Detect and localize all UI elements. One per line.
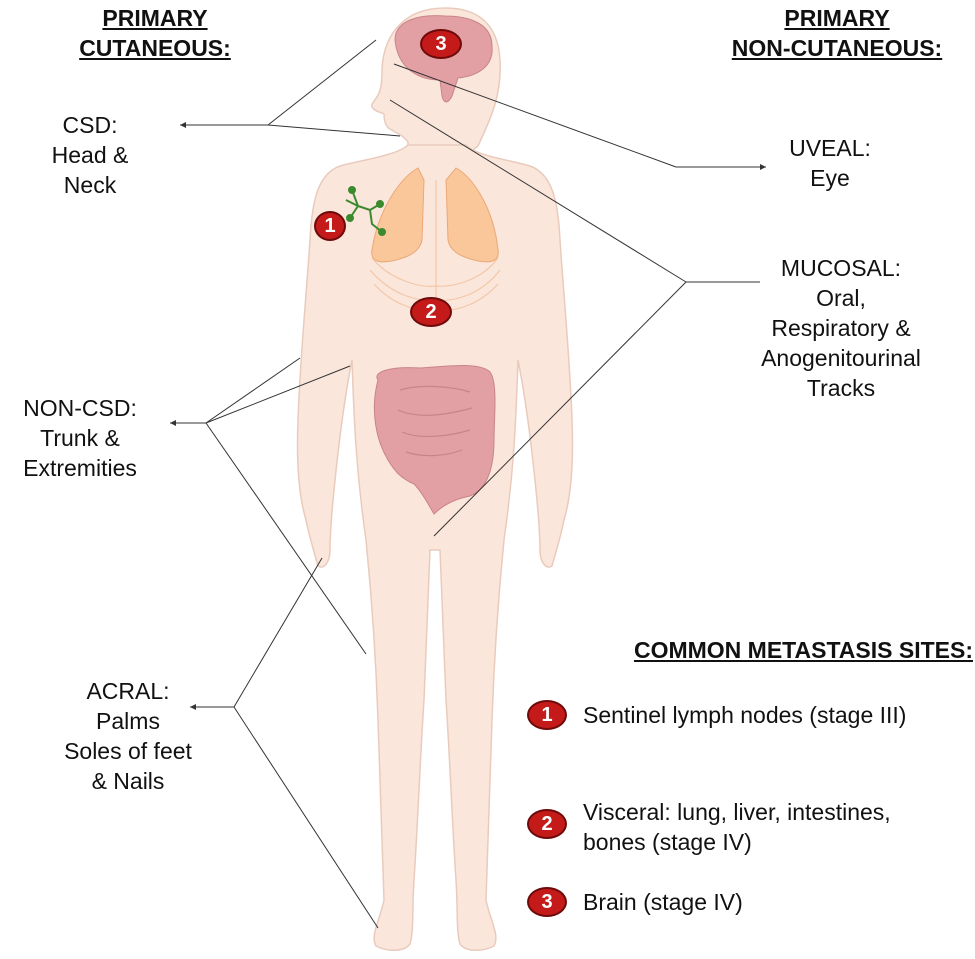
- lungs-illustration: [371, 167, 499, 263]
- category-acral-line-3: & Nails: [91, 768, 165, 794]
- metastasis-marker-1: 1: [314, 211, 346, 241]
- legend-badge-2: 2: [527, 809, 567, 839]
- category-acral-title: ACRAL:: [86, 678, 170, 704]
- category-uveal-line-1: Eye: [810, 165, 850, 191]
- category-non-csd-line-1: Trunk &: [40, 425, 120, 451]
- metastasis-marker-2: 2: [410, 297, 452, 327]
- header-common-metastasis-sites: COMMON METASTASIS SITES:: [633, 637, 973, 663]
- arrow-heads: [170, 122, 766, 710]
- category-csd-title: CSD:: [62, 112, 118, 138]
- legend-badge-3: 3: [527, 887, 567, 917]
- legend-item-1: 1 Sentinel lymph nodes (stage III): [527, 700, 963, 730]
- connector-lines: [170, 39, 766, 929]
- category-acral-line-1: Palms: [96, 708, 160, 734]
- header-primary-cutaneous: PRIMARY CUTANEOUS:: [79, 5, 231, 61]
- category-non-csd: NON-CSD: Trunk & Extremities: [0, 393, 160, 483]
- category-uveal: UVEAL: Eye: [760, 133, 900, 193]
- category-mucosal-title: MUCOSAL:: [780, 255, 902, 281]
- category-mucosal: MUCOSAL: Oral, Respiratory & Anogenitour…: [736, 253, 946, 403]
- lymph-node-illustration: [345, 186, 386, 236]
- category-uveal-title: UVEAL:: [789, 135, 871, 161]
- category-mucosal-line-1: Oral,: [816, 285, 866, 311]
- category-mucosal-line-4: Tracks: [806, 375, 876, 401]
- legend-item-2: 2 Visceral: lung, liver, intestines, bon…: [527, 797, 943, 857]
- category-csd-line-2: Neck: [63, 172, 117, 198]
- intestines-illustration: [373, 365, 496, 515]
- category-mucosal-line-2: Respiratory &: [771, 315, 911, 341]
- category-acral: ACRAL: Palms Soles of feet & Nails: [48, 676, 208, 796]
- legend-label-1: Sentinel lymph nodes (stage III): [583, 702, 907, 728]
- category-non-csd-line-2: Extremities: [23, 455, 137, 481]
- legend-item-3: 3 Brain (stage IV): [527, 887, 943, 917]
- metastasis-marker-3: 3: [420, 29, 462, 59]
- legend-label-3: Brain (stage IV): [583, 889, 743, 915]
- category-mucosal-line-3: Anogenitourinal: [761, 345, 921, 371]
- category-csd: CSD: Head & Neck: [30, 110, 150, 200]
- category-non-csd-title: NON-CSD:: [23, 395, 137, 421]
- category-csd-line-1: Head &: [51, 142, 129, 168]
- legend-label-2: Visceral: lung, liver, intestines, bones…: [583, 799, 891, 855]
- category-acral-line-2: Soles of feet: [64, 738, 192, 764]
- header-primary-non-cutaneous: PRIMARY NON-CUTANEOUS:: [731, 5, 943, 61]
- legend-badge-1: 1: [527, 700, 567, 730]
